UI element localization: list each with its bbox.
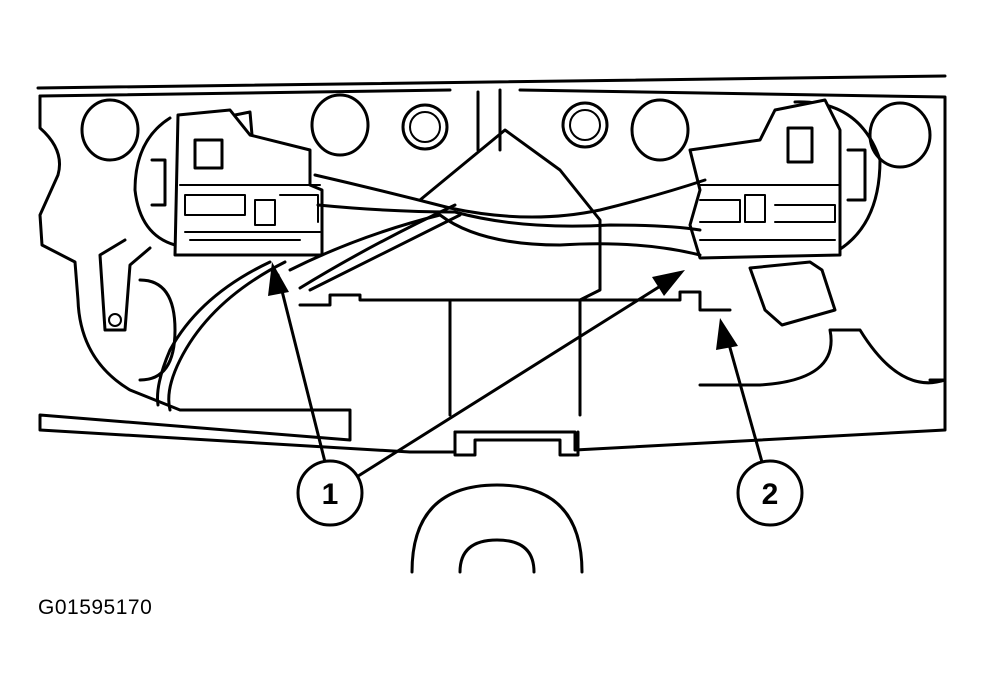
panel-hole-6 bbox=[868, 101, 932, 169]
right-connector-side bbox=[846, 148, 867, 202]
wire-harness-lower bbox=[288, 213, 702, 272]
wire-harness-upper bbox=[313, 173, 707, 219]
arrowhead-2 bbox=[716, 318, 738, 350]
right-connector-latch bbox=[786, 126, 814, 164]
wire-down-left-1 bbox=[167, 260, 287, 412]
leader-line-2 bbox=[723, 328, 764, 464]
panel-hole-4-inner bbox=[569, 109, 601, 141]
arrowhead-1b bbox=[652, 270, 685, 296]
panel-hole-4 bbox=[561, 101, 609, 149]
left-connector-side bbox=[150, 158, 167, 207]
left-round-boss bbox=[138, 278, 177, 382]
panel-hole-2 bbox=[310, 93, 370, 157]
panel-outline bbox=[38, 94, 947, 454]
center-tab bbox=[453, 430, 580, 457]
left-bracket-hole bbox=[108, 313, 122, 327]
left-connector-body bbox=[173, 108, 324, 257]
right-connector-round-base bbox=[793, 100, 882, 257]
left-connector-details bbox=[179, 184, 321, 241]
panel-hole-5 bbox=[630, 98, 690, 162]
panel-hole-1 bbox=[80, 98, 140, 162]
callout-1-label: 1 bbox=[322, 478, 339, 511]
callout-1: 1 bbox=[296, 459, 364, 527]
right-clip bbox=[748, 260, 837, 327]
step-edge-right bbox=[578, 290, 732, 312]
panel-top-inner-edge bbox=[38, 88, 947, 382]
callout-2-label: 2 bbox=[762, 478, 779, 511]
panel-hole-3 bbox=[401, 103, 449, 151]
center-bracket-lower bbox=[448, 298, 582, 417]
leader-line-1a bbox=[276, 273, 327, 464]
right-connector-body bbox=[688, 98, 842, 260]
callout-2: 2 bbox=[736, 459, 804, 527]
leader-line-1b bbox=[353, 278, 672, 480]
panel-hole-3-inner bbox=[409, 111, 441, 143]
arrowhead-1a bbox=[268, 262, 289, 296]
wire-harness-cross bbox=[298, 203, 462, 292]
wire-harness-middle bbox=[316, 203, 702, 232]
right-connector-details bbox=[699, 184, 841, 241]
left-connector-latch bbox=[193, 110, 254, 170]
panel-top-edge bbox=[36, 74, 947, 90]
left-bracket-arm bbox=[98, 238, 152, 332]
lower-round-boss-inner bbox=[458, 538, 536, 574]
step-edge-left bbox=[298, 293, 452, 307]
wire-down-left-2 bbox=[156, 260, 272, 407]
lower-round-boss-outer bbox=[410, 483, 584, 574]
left-connector-round-base bbox=[133, 116, 177, 247]
panel-right-contour bbox=[698, 328, 947, 387]
figure-id-label: G01595170 bbox=[38, 596, 153, 619]
